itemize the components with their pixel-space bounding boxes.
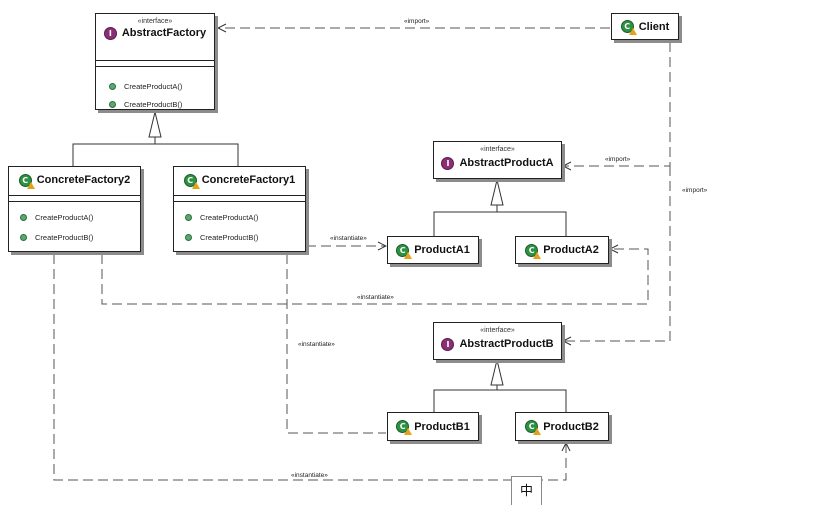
abstract-product-b-header: «interface» I AbstractProductB bbox=[434, 323, 561, 359]
product-a1-header: C ProductA1 bbox=[388, 237, 478, 263]
class-icon: C bbox=[396, 243, 413, 259]
product-b2-header: C ProductB2 bbox=[516, 413, 608, 440]
concrete-factory1-name: ConcreteFactory1 bbox=[201, 174, 296, 186]
method-row[interactable]: CreateProductB() bbox=[20, 233, 93, 242]
method-icon bbox=[109, 83, 116, 90]
abstract-product-b-interface[interactable]: «interface» I AbstractProductB bbox=[433, 322, 562, 360]
instantiate-factory2-to-product-a2 bbox=[101, 249, 649, 305]
concrete-factory2-class[interactable]: C ConcreteFactory2 CreateProductA() Crea… bbox=[8, 166, 141, 252]
abstract-factory-divider bbox=[96, 66, 214, 67]
method-row[interactable]: CreateProductA() bbox=[109, 82, 182, 91]
method-name: CreateProductB() bbox=[124, 100, 183, 109]
client-class[interactable]: C Client bbox=[611, 13, 679, 40]
product-b1-header: C ProductB1 bbox=[388, 413, 478, 440]
abstract-product-a-title: I AbstractProductA bbox=[441, 156, 554, 170]
abstract-product-a-stereotype: «interface» bbox=[480, 146, 515, 153]
product-b2-title: C ProductB2 bbox=[516, 420, 608, 435]
method-name: CreateProductB() bbox=[200, 233, 259, 242]
product-a1-name: ProductA1 bbox=[414, 244, 470, 256]
method-name: CreateProductA() bbox=[35, 213, 94, 222]
abstract-factory-header: «interface» I AbstractFactory bbox=[96, 14, 214, 50]
abstract-factory-title: I AbstractFactory bbox=[103, 26, 207, 40]
instantiate-label-b1: «instantiate» bbox=[298, 341, 335, 348]
abstract-factory-name: AbstractFactory bbox=[121, 27, 207, 39]
product-b2-class[interactable]: C ProductB2 bbox=[515, 412, 609, 441]
concrete-factory1-divider bbox=[174, 201, 305, 202]
method-icon bbox=[20, 234, 27, 241]
interface-icon: I bbox=[441, 156, 455, 170]
concrete-factory2-header: C ConcreteFactory2 bbox=[9, 167, 140, 193]
method-icon bbox=[20, 214, 27, 221]
generalization-line-products-a bbox=[433, 205, 567, 236]
method-icon bbox=[109, 101, 116, 108]
import-client-to-abstract-product-a bbox=[563, 42, 671, 166]
method-name: CreateProductA() bbox=[124, 82, 183, 91]
interface-icon: I bbox=[441, 337, 455, 351]
abstract-factory-divider bbox=[96, 60, 214, 61]
product-a2-header: C ProductA2 bbox=[516, 237, 608, 263]
concrete-factory2-name: ConcreteFactory2 bbox=[36, 174, 131, 186]
ime-indicator[interactable]: 中 bbox=[511, 476, 542, 505]
generalization-arrow-abstract-factory bbox=[148, 111, 162, 138]
class-icon: C bbox=[183, 173, 200, 189]
product-a1-title: C ProductA1 bbox=[388, 243, 478, 259]
generalization-arrow-abstract-product-b bbox=[490, 359, 504, 386]
import-client-to-abstract-product-b bbox=[563, 166, 671, 341]
abstract-product-b-name: AbstractProductB bbox=[459, 338, 554, 350]
product-b1-name: ProductB1 bbox=[414, 420, 470, 433]
method-icon bbox=[185, 234, 192, 241]
method-row[interactable]: CreateProductA() bbox=[185, 213, 258, 222]
client-header: C Client bbox=[612, 14, 678, 39]
method-name: CreateProductA() bbox=[200, 213, 259, 222]
product-b2-name: ProductB2 bbox=[543, 420, 599, 433]
concrete-factory1-header: C ConcreteFactory1 bbox=[174, 167, 305, 193]
product-a1-class[interactable]: C ProductA1 bbox=[387, 236, 479, 264]
product-a2-class[interactable]: C ProductA2 bbox=[515, 236, 609, 264]
concrete-factory1-divider bbox=[174, 195, 305, 196]
class-icon: C bbox=[525, 243, 542, 259]
method-row[interactable]: CreateProductA() bbox=[20, 213, 93, 222]
import-label-product-a: «import» bbox=[605, 156, 631, 163]
client-title: C Client bbox=[612, 20, 678, 35]
abstract-factory-stereotype: «interface» bbox=[137, 18, 173, 25]
abstract-product-a-header: «interface» I AbstractProductA bbox=[434, 142, 561, 178]
instantiate-label-a1: «instantiate» bbox=[330, 235, 367, 242]
product-b1-class[interactable]: C ProductB1 bbox=[387, 412, 479, 441]
generalization-arrow-abstract-product-a bbox=[490, 179, 504, 206]
instantiate-factory2-to-product-b2 bbox=[53, 254, 566, 481]
import-label-top: «import» bbox=[404, 18, 430, 25]
method-icon bbox=[185, 214, 192, 221]
import-label-product-b: «import» bbox=[682, 187, 708, 194]
class-icon: C bbox=[396, 420, 413, 435]
abstract-product-a-name: AbstractProductA bbox=[459, 157, 554, 169]
product-b1-title: C ProductB1 bbox=[388, 420, 478, 435]
client-name: Client bbox=[638, 20, 670, 33]
product-a2-name: ProductA2 bbox=[543, 244, 599, 256]
abstract-product-b-stereotype: «interface» bbox=[480, 327, 515, 334]
generalization-line-products-b bbox=[433, 385, 567, 412]
abstract-factory-interface[interactable]: «interface» I AbstractFactory CreateProd… bbox=[95, 13, 215, 110]
instantiate-label-a2: «instantiate» bbox=[357, 294, 394, 301]
abstract-product-b-title: I AbstractProductB bbox=[441, 337, 554, 351]
interface-icon: I bbox=[103, 26, 117, 40]
generalization-line-factories bbox=[72, 137, 239, 166]
method-name: CreateProductB() bbox=[35, 233, 94, 242]
concrete-factory1-title: C ConcreteFactory1 bbox=[174, 173, 305, 189]
instantiate-factory1-to-product-b1 bbox=[286, 254, 386, 434]
method-row[interactable]: CreateProductB() bbox=[185, 233, 258, 242]
class-icon: C bbox=[18, 173, 35, 189]
method-row[interactable]: CreateProductB() bbox=[109, 100, 182, 109]
instantiate-label-b2: «instantiate» bbox=[291, 472, 328, 479]
concrete-factory2-divider bbox=[9, 195, 140, 196]
abstract-product-a-interface[interactable]: «interface» I AbstractProductA bbox=[433, 141, 562, 179]
class-icon: C bbox=[525, 420, 542, 435]
class-icon: C bbox=[620, 20, 637, 35]
concrete-factory2-divider bbox=[9, 201, 140, 202]
product-a2-title: C ProductA2 bbox=[516, 243, 608, 259]
concrete-factory2-title: C ConcreteFactory2 bbox=[9, 173, 140, 189]
concrete-factory1-class[interactable]: C ConcreteFactory1 CreateProductA() Crea… bbox=[173, 166, 306, 252]
